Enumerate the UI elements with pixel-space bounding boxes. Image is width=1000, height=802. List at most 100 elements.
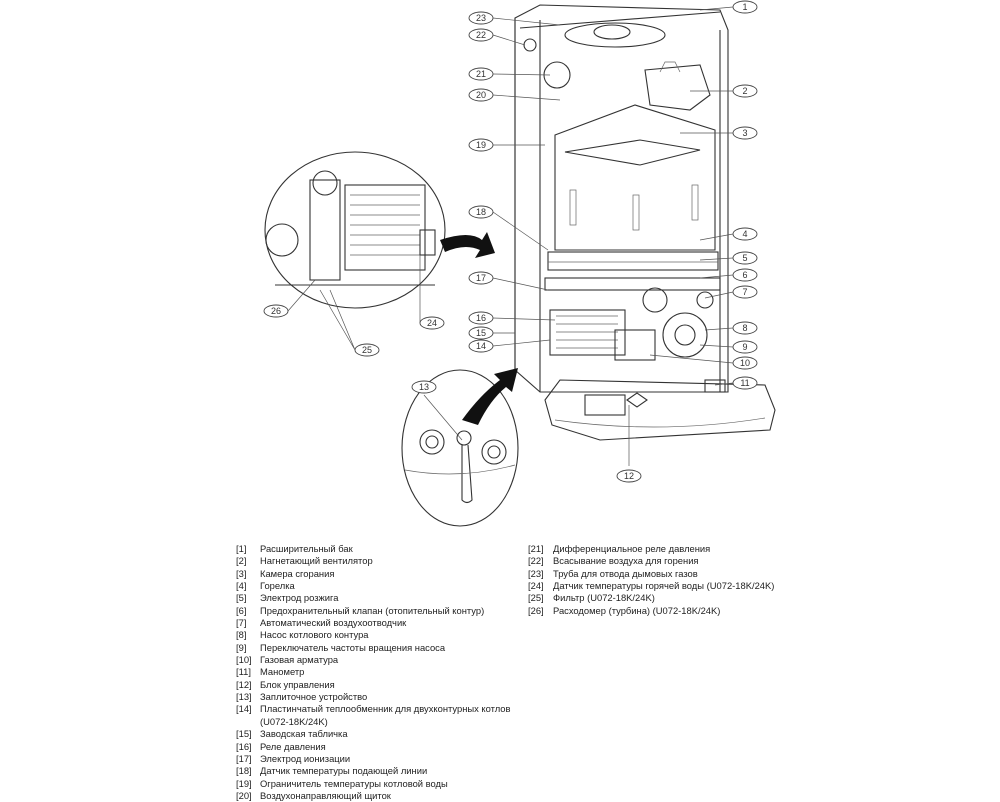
- svg-text:11: 11: [740, 378, 749, 388]
- legend-item: [24] Датчик температуры горячей воды (U07…: [528, 580, 774, 592]
- callout-1: 1: [732, 0, 758, 14]
- legend-number: [16]: [236, 740, 252, 752]
- legend-item: [20]Воздухонаправляющий щиток: [236, 790, 511, 802]
- legend-text: Автоматический воздухоотводчик: [260, 617, 407, 629]
- svg-text:1: 1: [742, 2, 747, 12]
- legend-text: Дифференциальное реле давления: [553, 543, 711, 554]
- callout-3: 3: [732, 126, 758, 140]
- legend-text: Манометр: [260, 666, 305, 678]
- legend-item: [1]Расширительный бак: [236, 543, 511, 555]
- svg-text:23: 23: [476, 13, 486, 23]
- legend-number: [5]: [236, 592, 247, 604]
- legend-item: [8] Насос котлового контура: [236, 629, 511, 641]
- svg-text:13: 13: [419, 382, 429, 392]
- svg-text:7: 7: [742, 287, 747, 297]
- svg-text:16: 16: [476, 313, 486, 323]
- callout-20: 20: [468, 88, 494, 102]
- svg-text:25: 25: [362, 345, 372, 355]
- legend-item: (U072-18K/24K): [236, 716, 511, 728]
- pressure-switch: [523, 38, 571, 89]
- legend-text: Камера сгорания: [260, 567, 335, 579]
- legend-number: [2]: [236, 555, 247, 567]
- legend-text: Труба для отвода дымовых газов: [553, 567, 698, 579]
- svg-text:15: 15: [476, 328, 486, 338]
- callout-13: 13: [411, 380, 437, 394]
- legend-number: [8]: [236, 629, 247, 641]
- control-panel: [544, 379, 776, 441]
- legend-text: Ограничитель температуры котловой воды: [260, 777, 448, 789]
- legend-item: [2] Нагнетающий вентилятор: [236, 555, 511, 567]
- legend-number: [23]: [528, 567, 544, 579]
- svg-text:21: 21: [476, 69, 486, 79]
- svg-text:9: 9: [742, 342, 747, 352]
- arrow-icon: [462, 368, 518, 425]
- legend-number: [20]: [236, 789, 252, 801]
- legend-item: [15] Заводская табличка: [236, 728, 511, 740]
- legend-item: [14]Пластинчатый теплообменник для двухк…: [236, 703, 511, 715]
- legend-text: Насос котлового контура: [260, 629, 369, 641]
- legend-item: [9] Переключатель частоты вращения насоса: [236, 642, 511, 654]
- svg-text:18: 18: [476, 207, 486, 217]
- legend-item: [5]Электрод розжига: [236, 592, 511, 604]
- legend-number: [7]: [236, 617, 247, 629]
- legend-text: Всасывание воздуха для горения: [553, 555, 699, 567]
- legend-text: Блок управления: [260, 678, 335, 690]
- legend-number: [25]: [528, 592, 544, 604]
- legend-number: [6]: [236, 604, 247, 616]
- callout-17: 17: [468, 271, 494, 285]
- legend-number: [19]: [236, 777, 252, 789]
- legend-number: [21]: [528, 543, 544, 554]
- callout-15: 15: [468, 326, 494, 340]
- legend-number: [236, 716, 260, 728]
- legend-number: [18]: [236, 765, 252, 777]
- legend-text: Заводская табличка: [260, 728, 348, 740]
- legend-number: [9]: [236, 641, 247, 653]
- legend-item: [26]Расходомер (турбина) (U072-18K/24K): [528, 605, 774, 617]
- svg-text:10: 10: [740, 358, 750, 368]
- flue-pipe: [564, 22, 666, 48]
- svg-text:12: 12: [624, 471, 634, 481]
- legend-item: [11]Манометр: [236, 666, 511, 678]
- legend-number: [15]: [236, 728, 252, 740]
- svg-text:3: 3: [742, 128, 747, 138]
- legend-item: [18] Датчик температуры подающей линии: [236, 765, 511, 777]
- callout-2: 2: [732, 84, 758, 98]
- svg-text:8: 8: [742, 323, 747, 333]
- legend-text: Горелка: [260, 580, 295, 592]
- legend-number: [14]: [236, 703, 252, 715]
- svg-text:2: 2: [742, 86, 747, 96]
- legend-item: [12]Блок управления: [236, 679, 511, 691]
- callout-8: 8: [732, 321, 758, 335]
- legend-item: [13]Заплиточное устройство: [236, 691, 511, 703]
- callout-10: 10: [732, 356, 758, 370]
- combustion-chamber: [554, 104, 716, 251]
- legend-item: [19] Ограничитель температуры котловой во…: [236, 778, 511, 790]
- legend-text: Нагнетающий вентилятор: [260, 555, 373, 567]
- legend-item: [16]Реле давления: [236, 741, 511, 753]
- legend-item: [22] Всасывание воздуха для горения: [528, 555, 774, 567]
- legend-item: [25] Фильтр (U072-18K/24K): [528, 592, 774, 604]
- legend-number: [17]: [236, 752, 252, 764]
- legend-left: [1]Расширительный бак[2] Нагнетающий вент…: [236, 543, 511, 802]
- legend-text: Заплиточное устройство: [260, 691, 368, 703]
- legend-number: [10]: [236, 654, 252, 666]
- legend-text: Фильтр (U072-18K/24K): [553, 592, 655, 604]
- legend-item: [17] Электрод ионизации: [236, 753, 511, 765]
- hydraulic-group: [549, 287, 714, 361]
- callout-16: 16: [468, 311, 494, 325]
- legend-item: [23] Труба для отвода дымовых газов: [528, 568, 774, 580]
- callout-5: 5: [732, 251, 758, 265]
- legend-item: [21] Дифференциальное реле давления: [528, 543, 774, 555]
- callout-22: 22: [468, 28, 494, 42]
- legend-number: [26]: [528, 604, 544, 616]
- legend-text: Переключатель частоты вращения насоса: [260, 641, 446, 653]
- legend-number: [22]: [528, 555, 544, 567]
- legend-number: [24]: [528, 580, 544, 592]
- legend-text: Электрод ионизации: [260, 752, 351, 764]
- legend-text: Датчик температуры горячей воды (U072-18…: [553, 580, 775, 592]
- legend-number: [4]: [236, 580, 247, 592]
- legend-text: Датчик температуры подающей линии: [260, 765, 428, 777]
- fan: [644, 61, 711, 111]
- callout-9: 9: [732, 340, 758, 354]
- detail-filling-device: [401, 369, 519, 527]
